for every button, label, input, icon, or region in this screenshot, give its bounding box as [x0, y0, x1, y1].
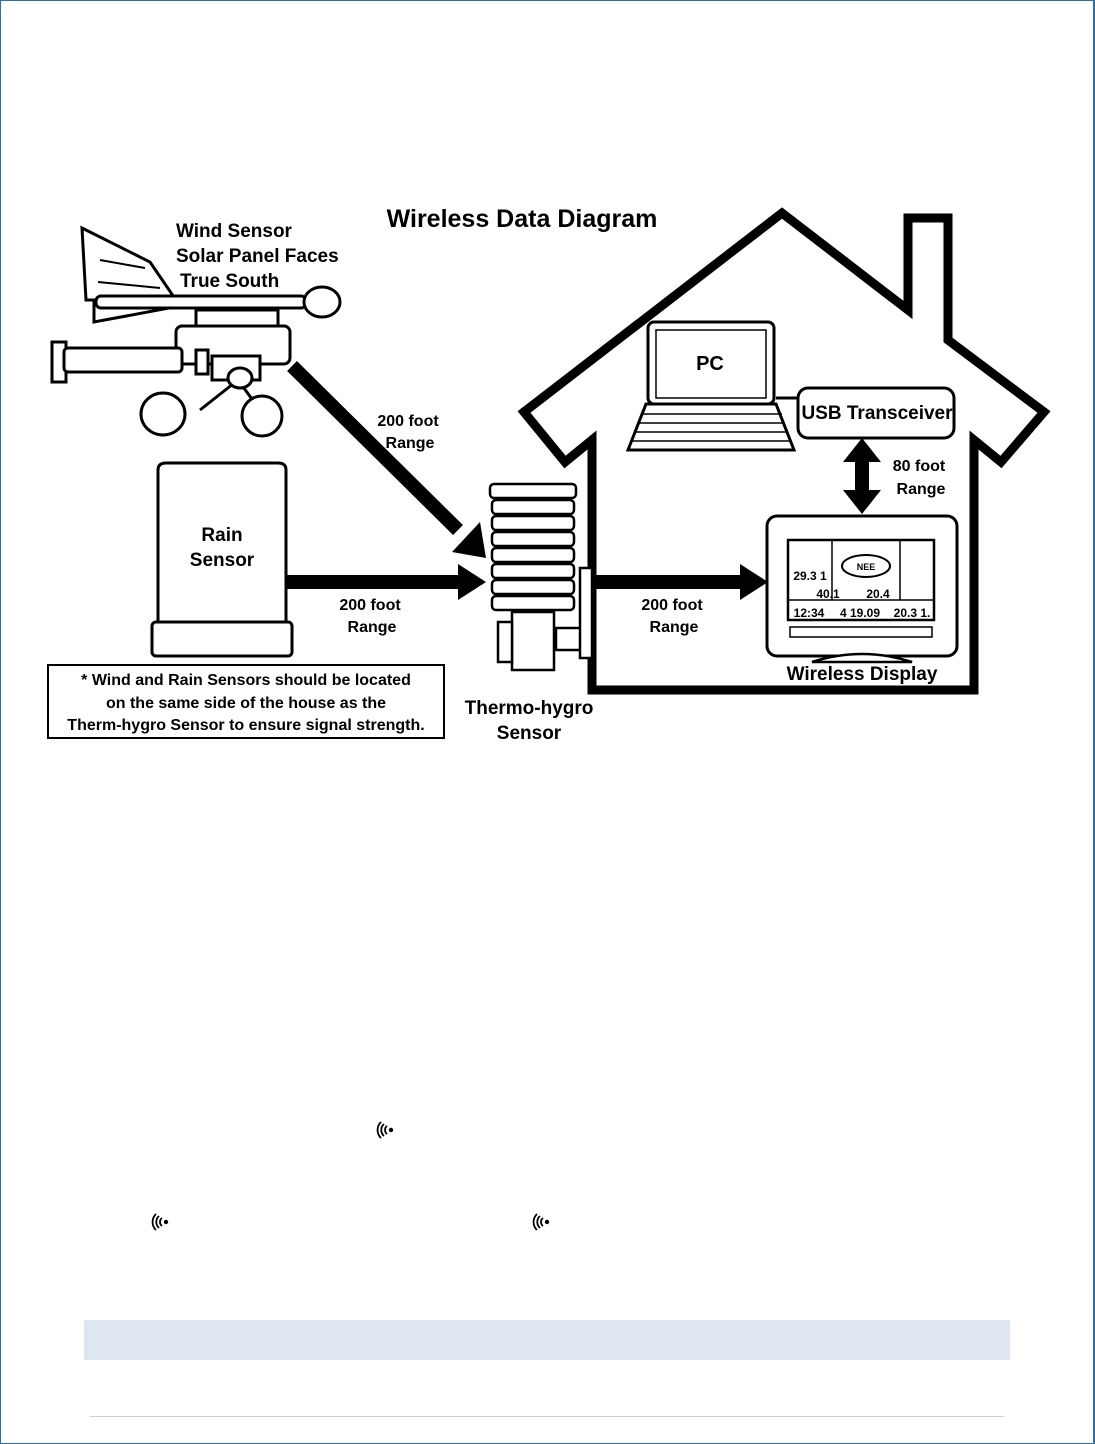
wind-sensor-label-2: Solar Panel Faces [176, 246, 339, 267]
rain-sensor-label-1: Rain [201, 525, 242, 546]
display-readout-date: 4 19.09 [840, 606, 880, 620]
usb-range-label-2: Range [897, 481, 946, 498]
pc-laptop-icon [628, 322, 794, 450]
display-readout-3: 20.4 [866, 587, 890, 601]
display-readout-2: 40.1 [816, 587, 840, 601]
thermo-to-display-arrow [592, 564, 768, 600]
signal-icon [534, 1214, 550, 1230]
rain-range-label-2: Range [348, 619, 397, 636]
wind-to-thermo-arrow [292, 366, 486, 558]
usb-range-label-1: 80 foot [893, 458, 946, 475]
wireless-display-label: Wireless Display [787, 664, 938, 685]
rain-to-thermo-arrow [286, 564, 486, 600]
thermo-sensor-label-2: Sensor [497, 723, 562, 744]
note-line-1: * Wind and Rain Sensors should be locate… [81, 672, 411, 689]
display-readout-wind: NEE [857, 562, 876, 572]
wind-sensor-label-1: Wind Sensor [176, 221, 293, 242]
wind-range-label-2: Range [386, 435, 435, 452]
footer-divider [90, 1416, 1004, 1417]
usb-transceiver-label: USB Transceiver [801, 403, 953, 424]
rain-range-label-1: 200 foot [339, 597, 401, 614]
display-readout-pressure: 20.3 1. [894, 606, 931, 620]
pc-label: PC [696, 353, 724, 375]
section-header-bar [84, 1320, 1010, 1360]
wind-range-label-1: 200 foot [377, 413, 439, 430]
signal-icon [153, 1214, 169, 1230]
thermo-hygro-sensor-icon [490, 484, 592, 670]
usb-display-arrow [843, 438, 881, 514]
note-line-2: on the same side of the house as the [106, 695, 386, 712]
thermo-range-label-1: 200 foot [641, 597, 703, 614]
display-readout-time: 12:34 [794, 606, 825, 620]
thermo-range-label-2: Range [650, 619, 699, 636]
diagram-title: Wireless Data Diagram [387, 205, 658, 233]
wind-sensor-label-3: True South [180, 271, 279, 292]
signal-icon [378, 1122, 394, 1138]
note-line-3: Therm-hygro Sensor to ensure signal stre… [67, 717, 424, 734]
display-readout-1: 29.3 1 [793, 569, 827, 583]
rain-sensor-label-2: Sensor [190, 550, 255, 571]
wireless-display-icon [767, 516, 957, 662]
thermo-sensor-label-1: Thermo-hygro [465, 698, 594, 719]
